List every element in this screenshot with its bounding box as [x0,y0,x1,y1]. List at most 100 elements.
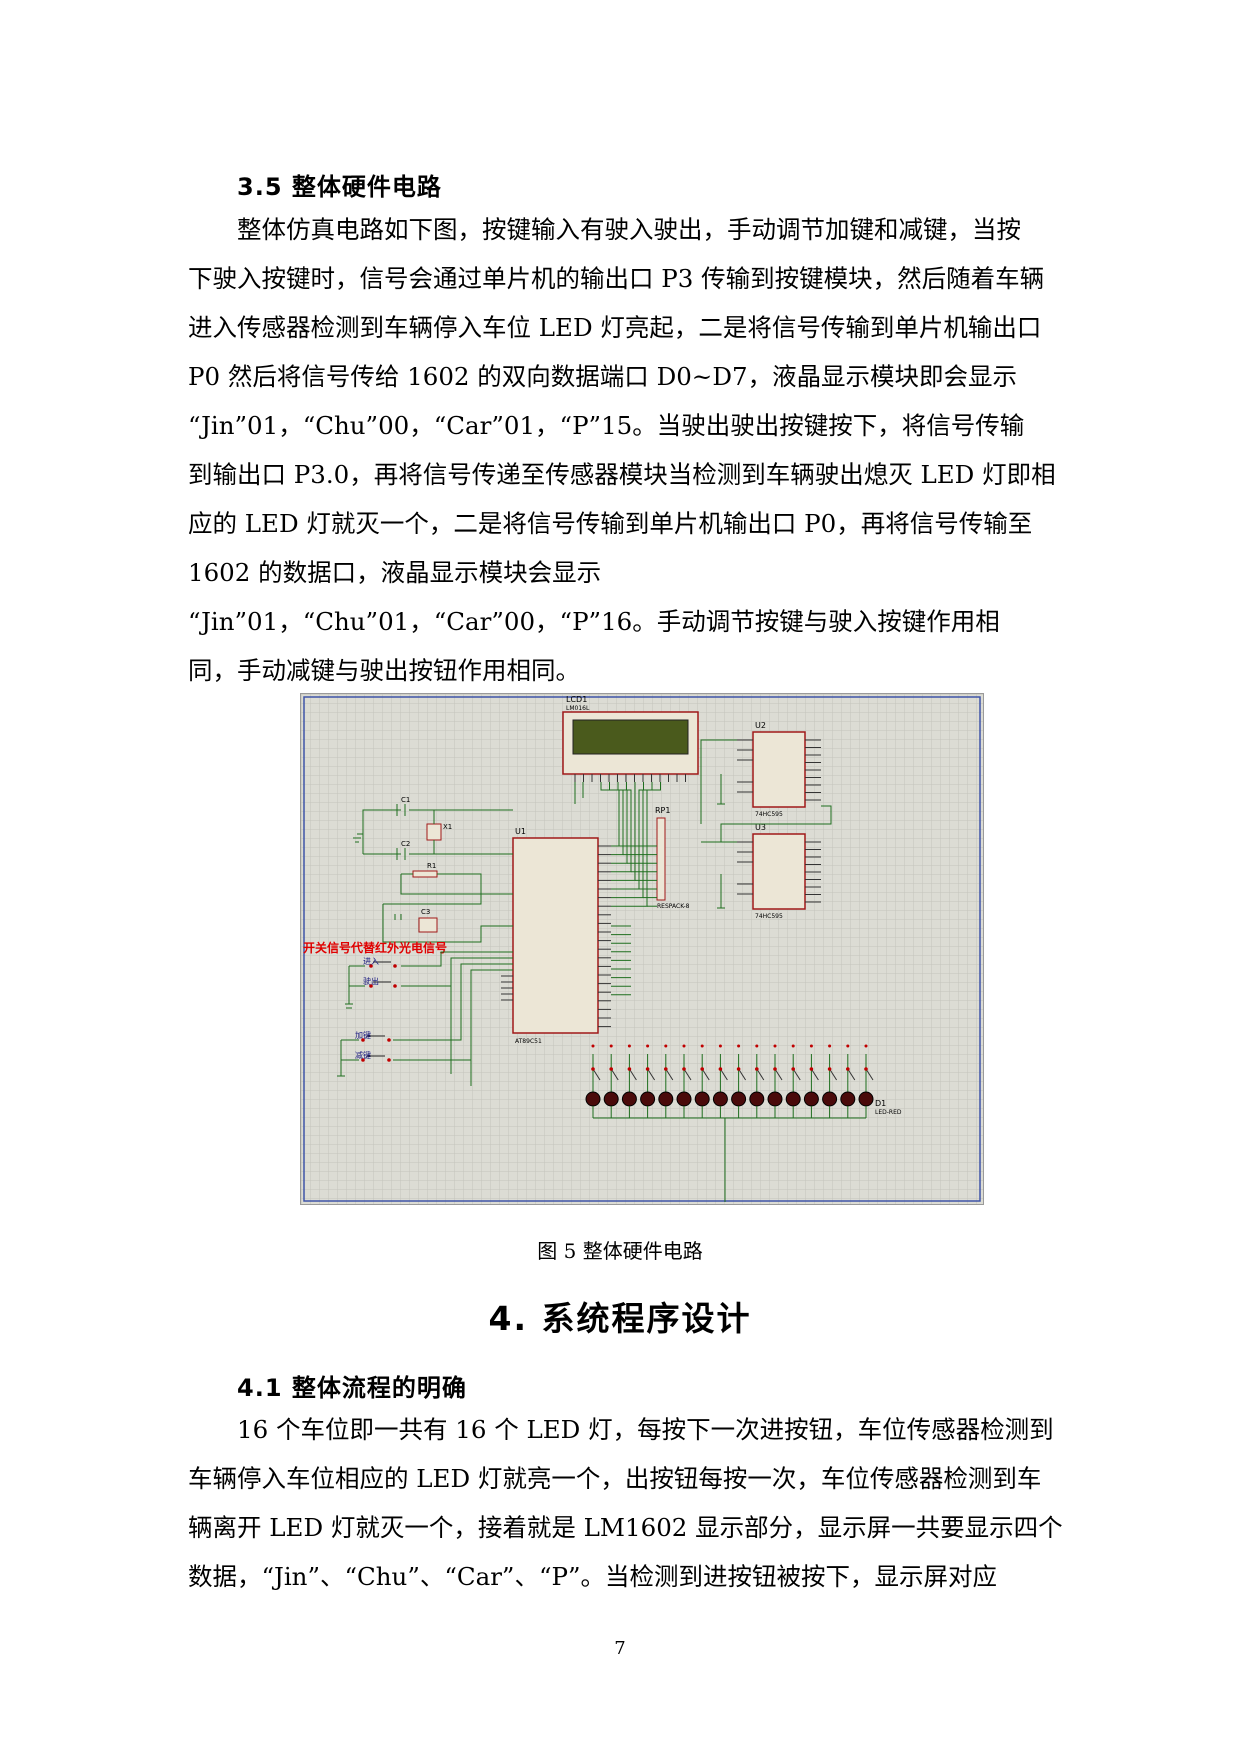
led-pin-top [609,1044,613,1048]
led-pin-top [864,1044,868,1048]
led-indicator [640,1091,656,1107]
led-switch [865,1068,874,1081]
led-switch [592,1068,601,1081]
led-indicator [785,1091,801,1107]
led-switch [810,1068,819,1081]
led-switch-contact [736,1067,741,1071]
body-line: 辆离开 LED 灯就灭一个，接着就是 LM1602 显示部分，显示屏一共要显示四… [188,1513,1063,1542]
led-switch-contact [827,1067,832,1071]
d1-model-label: LED-RED [875,1109,902,1116]
shift-register-u2: U2 74HC595 [737,721,821,818]
oscillator-section [353,804,513,943]
led-switch-contact [846,1067,850,1071]
c3-label: C3 [421,908,430,916]
body-line: 整体仿真电路如下图，按键输入有驶入驶出，手动调节加键和减键，当按 [188,215,1021,244]
led-indicator [822,1091,838,1107]
body-line: P0 然后将信号传给 1602 的双向数据端口 D0~D7，液晶显示模块即会显示 [188,362,1018,391]
body-line: “Jin”01，“Chu”00，“Car”01，“P”15。当驶出驶出按键按下，… [188,411,1025,440]
led-indicator [658,1091,674,1107]
body-line: 进入传感器检测到车辆停入车位 LED 灯亮起，二是将信号传输到单片机输出口 [188,313,1042,342]
button-glyphs [367,961,391,1057]
led-pin-top [828,1044,832,1048]
shift-data-wire [700,739,737,843]
body-line: “Jin”01，“Chu”01，“Car”00，“P”16。手动调节按键与驶入按… [188,607,1000,636]
body-line: 到输出口 P3.0，再将信号传递至传感器模块当检测到车辆驶出熄灭 LED 灯即相 [188,460,1056,489]
note-red-label: 开关信号代替红外光电信号 [303,940,447,955]
led-indicator [803,1091,819,1107]
u3-label: U3 [755,823,766,832]
led-pin-top [718,1044,722,1048]
resistor-pack-rp1: RP1 RESPACK-8 [655,806,690,910]
u1-label: U1 [515,827,526,836]
led-switch [756,1068,765,1081]
led-switch [719,1068,728,1081]
lcd-data-wire [611,782,636,881]
btn-add-label: 加键 [355,1030,371,1040]
section-4-1-heading: 4.1 整体流程的明确 [237,1374,467,1402]
led-pin-top [737,1044,741,1048]
cascade-wire [720,805,832,842]
led-switch-contact [645,1067,650,1071]
led-pin-top [809,1044,813,1048]
lcd-data-wire [611,782,653,899]
figure-caption: 图 5 整体硬件电路 [537,1239,703,1263]
led-indicator [731,1091,747,1107]
rp1-model-label: RESPACK-8 [657,903,690,910]
led-switch-contact [609,1067,613,1071]
led-pin-top [791,1044,795,1048]
x1-label: X1 [443,823,452,831]
led-switch [701,1068,710,1081]
schematic-svg: LCD1 LM016L U1 AT89C51 U2 74HC595 [301,694,983,1204]
d1-label: D1 [875,1099,886,1108]
led-switch [628,1068,637,1081]
button-contacts [361,964,397,1062]
schematic-grid [301,694,983,1204]
led-switch [829,1068,838,1081]
led-switch-contact [809,1067,814,1071]
led-pin-top [700,1044,704,1048]
body-line: 1602 的数据口，液晶显示模块会显示 [188,558,602,587]
lcd-data-wire [611,782,632,873]
led-switch [683,1068,692,1081]
section-4-1-body: 16 个车位即一共有 16 个 LED 灯，每按下一次进按钮，车位传感器检测到 … [188,1405,1068,1601]
lcd-model-label: LM016L [566,705,590,712]
page-number: 7 [614,1638,626,1659]
led-array [585,1044,874,1202]
led-switch-contact [773,1067,777,1071]
shift-ground-wire [717,774,725,909]
led-pin-top [773,1044,777,1048]
led-switch-contact [700,1067,704,1071]
led-pin-top [846,1044,850,1048]
led-pin-top [755,1044,759,1048]
sheet-border [303,696,981,1202]
led-indicator [767,1091,783,1107]
led-indicator [712,1091,728,1107]
led-pin-top [682,1044,686,1048]
led-indicator [621,1091,637,1107]
body-line: 同，手动减键与驶出按钮作用相同。 [188,656,580,685]
r1-label: R1 [427,862,436,870]
led-indicator [749,1091,765,1107]
lcd-data-wire [611,782,644,890]
led-switch-contact [627,1067,632,1071]
c1-label: C1 [401,796,410,804]
led-indicator [585,1091,601,1107]
u3-model-label: 74HC595 [755,913,783,920]
c2-label: C2 [401,840,410,848]
btn-out-label: 驶出 [363,976,379,986]
body-line: 数据，“Jin”、“Chu”、“Car”、“P”。当检测到进按钮被按下，显示屏对… [188,1562,997,1591]
section-3-5-body: 整体仿真电路如下图，按键输入有驶入驶出，手动调节加键和减键，当按 下驶入按键时，… [188,205,1068,695]
led-switch [792,1068,801,1081]
bus-wiring [450,739,832,1074]
microcontroller-u1: U1 AT89C51 [501,809,611,1045]
u2-model-label: 74HC595 [755,811,783,818]
circuit-schematic-figure: LCD1 LM016L U1 AT89C51 U2 74HC595 [300,693,984,1205]
body-line: 车辆停入车位相应的 LED 灯就亮一个，出按钮每按一次，车位传感器检测到车 [188,1464,1042,1493]
lcd-ctrl-wire [574,782,584,804]
lcd-screen [572,719,689,755]
led-switch-contact [755,1067,759,1071]
led-switch-contact [791,1067,795,1071]
led-switch-contact [664,1067,668,1071]
led-switch-contact [718,1067,723,1071]
